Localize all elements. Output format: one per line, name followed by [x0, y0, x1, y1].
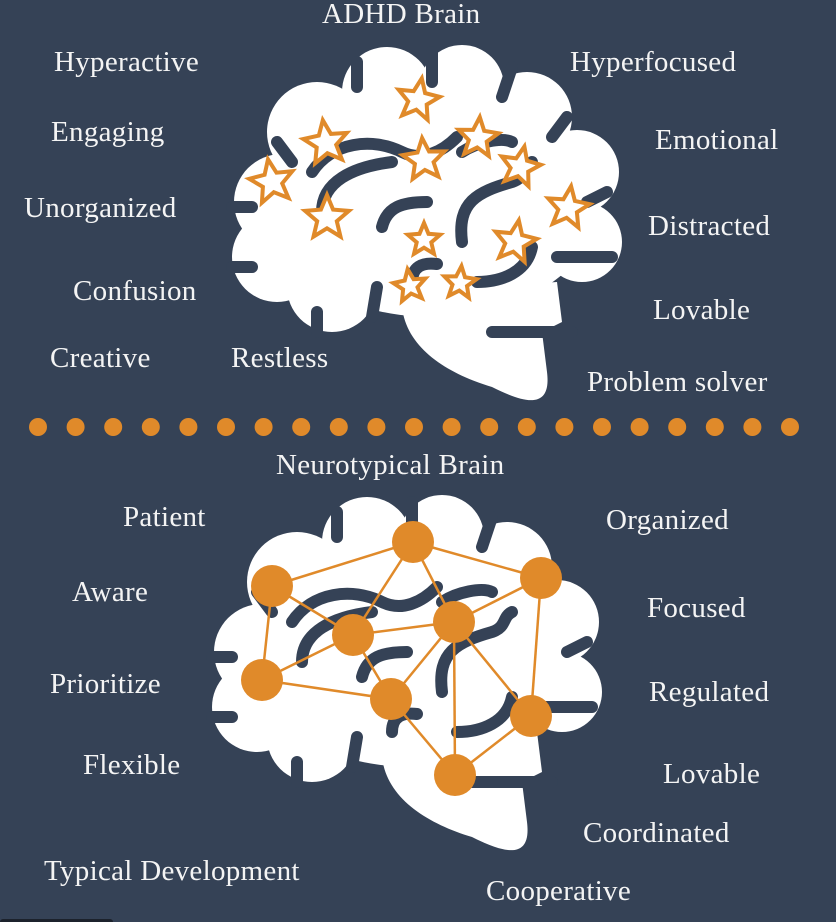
network-edge	[529, 577, 543, 717]
network-node-icon	[370, 678, 412, 720]
neurotypical-brain	[212, 495, 602, 850]
divider-dot	[104, 418, 123, 436]
star-outline-icon	[388, 264, 430, 306]
network-diagram	[241, 521, 562, 796]
star-icons	[244, 73, 595, 306]
trait-label: Lovable	[653, 294, 751, 326]
trait-label: Confusion	[73, 275, 197, 307]
star-outline-icon	[543, 181, 595, 232]
divider-dot	[329, 418, 348, 436]
divider-dot	[292, 418, 311, 436]
divider-dot	[593, 418, 611, 436]
divider-dot	[705, 418, 724, 436]
divider-dot	[630, 418, 649, 436]
divider-dot	[405, 418, 423, 436]
trait-label: Coordinated	[583, 817, 730, 849]
divider-dot	[254, 418, 273, 436]
trait-label: Flexible	[83, 749, 181, 781]
divider-dot	[480, 418, 499, 436]
trait-label: Engaging	[51, 116, 165, 148]
network-node-icon	[510, 695, 552, 737]
star-outline-icon	[439, 260, 482, 303]
divider-dot	[179, 418, 198, 436]
network-node-icon	[251, 565, 293, 607]
network-node-icon	[332, 614, 374, 656]
network-edge	[452, 621, 457, 776]
trait-label: Regulated	[649, 676, 770, 708]
divider-dot	[555, 418, 574, 436]
network-edge	[261, 678, 392, 701]
star-outline-icon	[397, 132, 450, 184]
trait-label: Prioritize	[50, 668, 161, 700]
star-outline-icon	[497, 141, 547, 191]
divider-dot	[442, 418, 461, 436]
divider-dot	[217, 418, 235, 436]
divider-dot	[29, 418, 47, 436]
divider-dot	[668, 418, 687, 436]
divider-dot	[66, 418, 85, 436]
trait-label: Focused	[647, 592, 746, 624]
network-edge	[412, 540, 542, 580]
star-outline-icon	[298, 115, 352, 168]
window-edge	[0, 919, 113, 922]
network-node-icon	[434, 754, 476, 796]
network-node-icon	[241, 659, 283, 701]
trait-label: Organized	[606, 504, 729, 536]
divider-dot	[367, 418, 386, 436]
star-outline-icon	[300, 189, 354, 241]
star-outline-icon	[491, 215, 542, 267]
trait-label: Hyperactive	[54, 46, 200, 78]
trait-label: Patient	[123, 501, 206, 533]
trait-label: Lovable	[663, 758, 761, 790]
neurotypical-title: Neurotypical Brain	[276, 449, 505, 481]
divider-dot	[781, 418, 799, 436]
network-node-icon	[520, 557, 562, 599]
star-outline-icon	[402, 217, 446, 259]
dotted-divider	[29, 418, 799, 436]
trait-label: Distracted	[648, 210, 771, 242]
trait-label: Cooperative	[486, 875, 632, 907]
network-edge	[271, 540, 414, 588]
star-outline-icon	[394, 73, 445, 125]
adhd-title: ADHD Brain	[322, 0, 481, 30]
adhd-brain	[232, 45, 622, 400]
star-outline-icon	[453, 111, 504, 161]
divider-dot	[743, 418, 762, 436]
star-outline-icon	[244, 154, 297, 208]
trait-label: Emotional	[655, 124, 779, 156]
trait-label: Hyperfocused	[570, 46, 737, 78]
trait-label: Problem solver	[587, 366, 768, 398]
trait-label: Unorganized	[24, 192, 177, 224]
network-node-icon	[392, 521, 434, 563]
divider-dot	[141, 418, 160, 436]
trait-label: Typical Development	[44, 855, 300, 887]
network-node-icon	[433, 601, 475, 643]
trait-label: Creative	[50, 342, 151, 374]
trait-label: Restless	[231, 342, 329, 374]
divider-dot	[517, 418, 536, 436]
trait-label: Aware	[72, 576, 149, 608]
